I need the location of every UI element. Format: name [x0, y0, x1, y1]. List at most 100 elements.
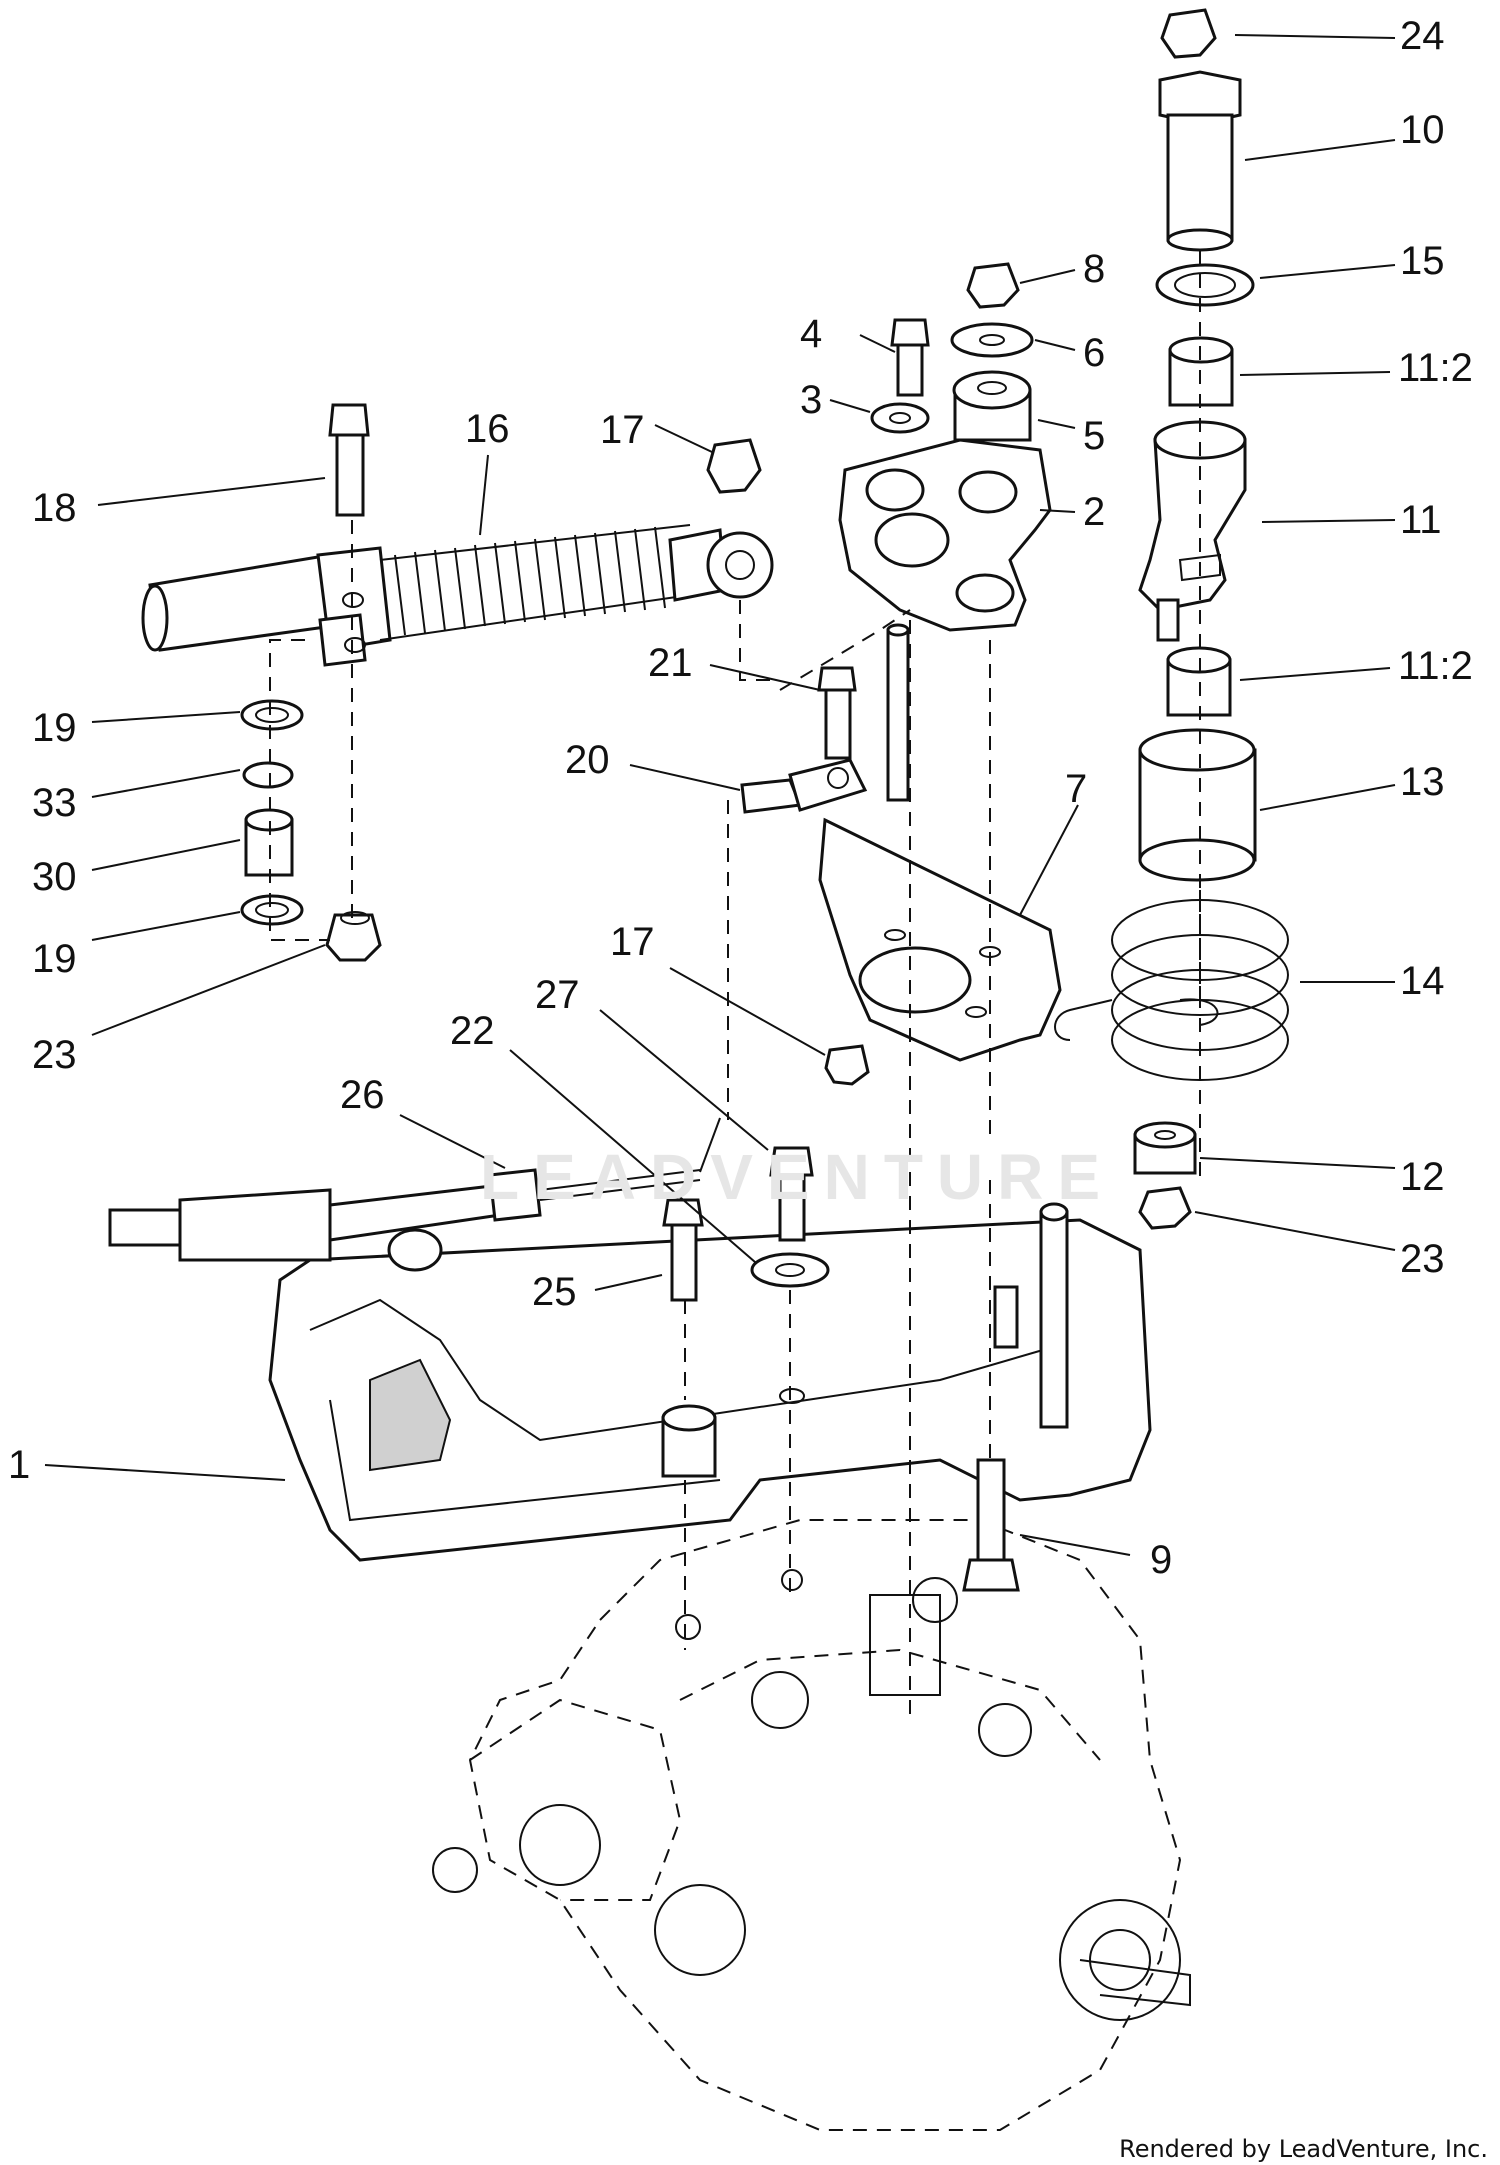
callout-27: 27	[535, 973, 769, 1151]
ball-joint-20	[740, 758, 868, 814]
svg-text:21: 21	[648, 641, 693, 685]
credit-text: Rendered by LeadVenture, Inc.	[1119, 2135, 1488, 2163]
arm-11	[1138, 420, 1247, 642]
callout-11-2-top: 11:2	[1239, 346, 1473, 390]
svg-text:33: 33	[32, 781, 77, 825]
bolt-18	[328, 403, 370, 517]
svg-text:25: 25	[532, 1270, 577, 1314]
callout-4: 4	[800, 312, 896, 356]
svg-text:20: 20	[565, 738, 610, 782]
svg-text:2: 2	[1083, 490, 1105, 534]
callout-14: 14	[1300, 959, 1445, 1003]
svg-text:14: 14	[1400, 959, 1445, 1003]
callout-24: 24	[1234, 14, 1445, 58]
svg-text:10: 10	[1400, 108, 1445, 152]
callout-19-top: 19	[32, 706, 241, 750]
spring-assembly	[141, 524, 774, 667]
svg-text:11: 11	[1400, 498, 1442, 542]
bolt-21	[817, 666, 857, 760]
pump-body	[432, 1519, 1191, 2131]
callout-12: 12	[1199, 1155, 1445, 1199]
spacer-10	[1158, 70, 1242, 252]
callout-22: 22	[450, 1009, 756, 1263]
svg-text:11:2: 11:2	[1398, 644, 1473, 688]
callout-6: 6	[1034, 331, 1105, 375]
svg-text:4: 4	[800, 312, 822, 356]
svg-text:15: 15	[1400, 239, 1445, 283]
bolt-4	[890, 318, 930, 397]
svg-text:8: 8	[1083, 247, 1105, 291]
washer-15	[1155, 263, 1255, 307]
washer-3	[870, 402, 930, 434]
spacer-13	[1138, 728, 1257, 882]
callout-9: 9	[1019, 1534, 1172, 1582]
svg-text:9: 9	[1150, 1538, 1172, 1582]
callout-33: 33	[32, 769, 241, 825]
svg-text:11:2: 11:2	[1398, 346, 1473, 390]
callouts: 24 10 8 15 4 6 11:2 3	[8, 14, 1473, 1582]
svg-text:27: 27	[535, 973, 580, 1017]
control-arm-7	[818, 623, 1062, 1062]
callout-23-right: 23	[1194, 1211, 1445, 1281]
callout-10: 10	[1244, 108, 1445, 161]
svg-text:19: 19	[32, 937, 77, 981]
callout-3: 3	[800, 378, 871, 422]
bolt-9	[962, 1458, 1020, 1592]
callout-1: 1	[8, 1443, 286, 1487]
bolt-25	[662, 1198, 704, 1302]
callout-7: 7	[1019, 767, 1087, 916]
spacer-stack	[240, 699, 382, 962]
callout-30: 30	[32, 839, 241, 899]
svg-text:5: 5	[1083, 414, 1105, 458]
callout-17-middle: 17	[610, 920, 826, 1056]
callout-11-2-bottom: 11:2	[1239, 644, 1473, 688]
callout-19-bottom: 19	[32, 911, 241, 981]
nut-17-middle	[824, 1044, 870, 1086]
nut-8	[966, 262, 1020, 309]
svg-text:17: 17	[610, 920, 655, 964]
plate-2	[838, 438, 1052, 632]
spacer-12	[1133, 1121, 1197, 1175]
assembly-centerlines	[269, 250, 1201, 1720]
callout-13: 13	[1259, 760, 1445, 811]
callout-21: 21	[648, 641, 821, 691]
callout-20: 20	[565, 738, 741, 791]
callout-16: 16	[465, 407, 510, 536]
callout-8: 8	[1019, 247, 1105, 291]
svg-text:13: 13	[1400, 760, 1445, 804]
callout-11: 11	[1261, 498, 1442, 542]
nut-23-right	[1138, 1186, 1192, 1230]
svg-text:30: 30	[32, 855, 77, 899]
callout-23-left: 23	[32, 944, 326, 1077]
svg-text:17: 17	[600, 408, 645, 452]
callout-18: 18	[32, 477, 326, 530]
spring-14	[1054, 899, 1289, 1081]
svg-text:23: 23	[32, 1033, 77, 1077]
nut-24	[1160, 8, 1217, 59]
svg-text:23: 23	[1400, 1237, 1445, 1281]
svg-text:18: 18	[32, 486, 77, 530]
svg-text:3: 3	[800, 378, 822, 422]
svg-text:1: 1	[8, 1443, 30, 1487]
control-cable	[108, 1117, 721, 1262]
svg-text:26: 26	[340, 1073, 385, 1117]
svg-text:22: 22	[450, 1009, 495, 1053]
svg-text:6: 6	[1083, 331, 1105, 375]
callout-15: 15	[1259, 239, 1445, 283]
callout-17-top: 17	[600, 408, 713, 453]
washer-22	[750, 1252, 830, 1288]
washer-6	[950, 322, 1034, 358]
callout-2: 2	[1039, 490, 1105, 534]
bolt-27	[769, 1146, 814, 1242]
callout-5: 5	[1037, 414, 1105, 458]
callout-26: 26	[340, 1073, 506, 1169]
watermark: LEADVENTURE	[480, 1141, 1115, 1213]
svg-text:19: 19	[32, 706, 77, 750]
main-bracket	[268, 1202, 1152, 1562]
bushing-5	[952, 370, 1032, 442]
nut-17-top	[706, 438, 762, 494]
svg-text:7: 7	[1065, 767, 1087, 811]
svg-text:16: 16	[465, 407, 510, 451]
callout-25: 25	[532, 1270, 663, 1314]
